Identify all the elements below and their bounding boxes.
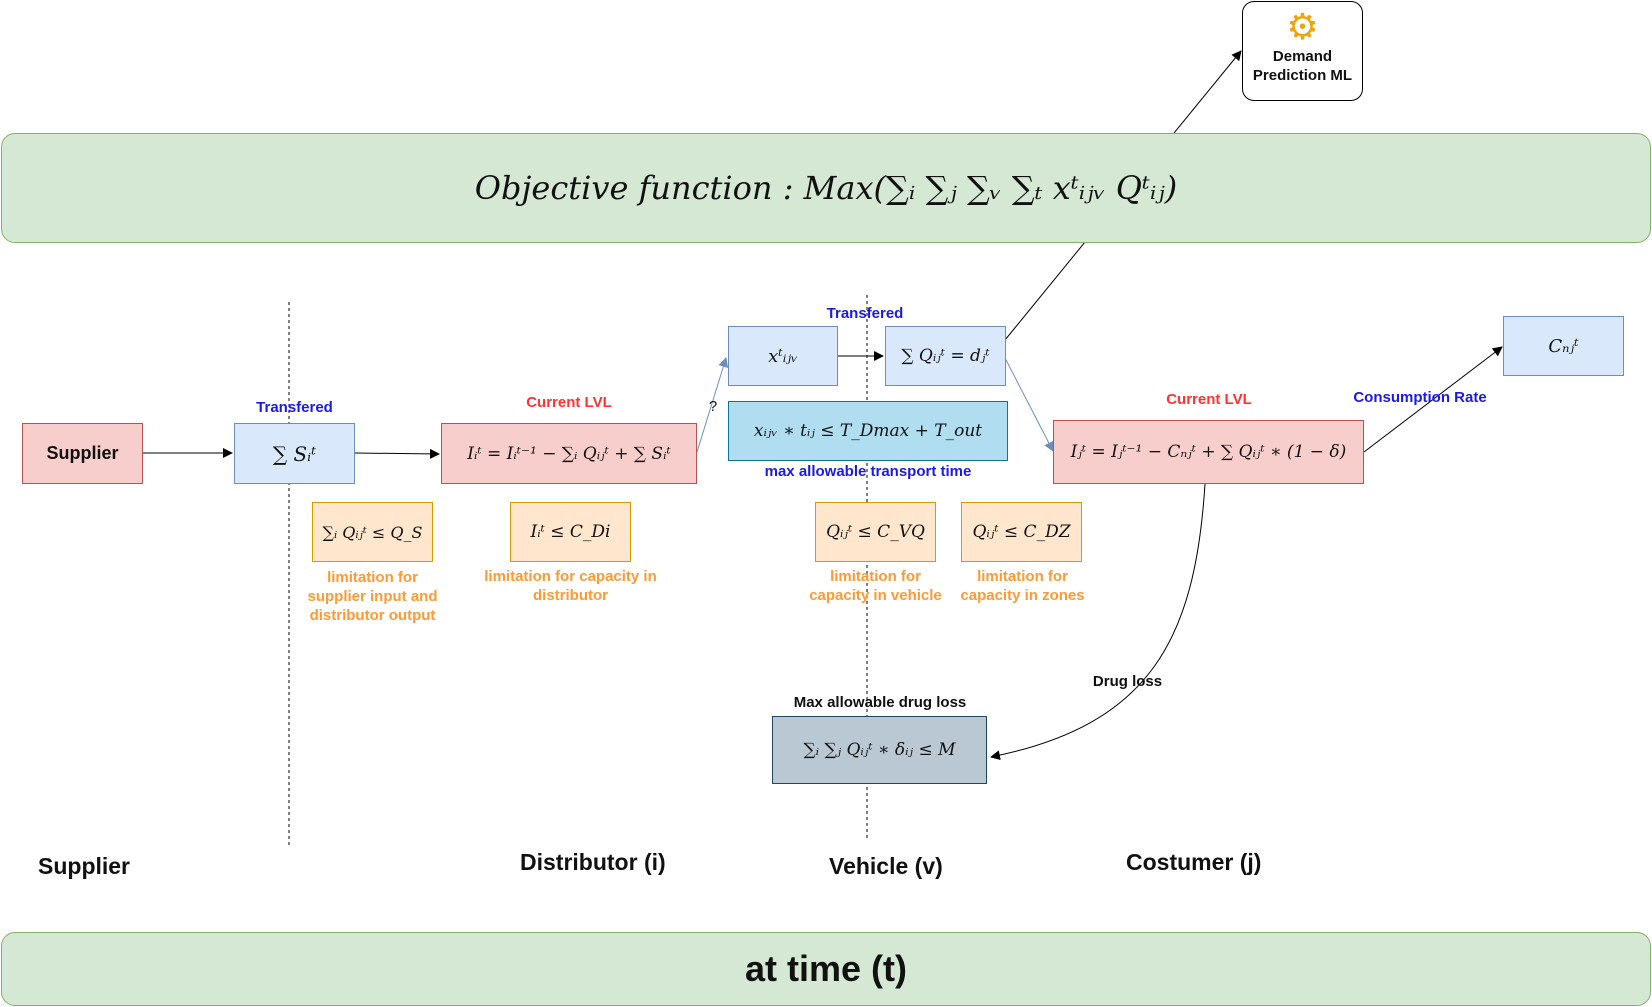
consumption-rate-label: Consumption Rate — [1353, 389, 1487, 406]
customer-inventory-node[interactable]: Iⱼᵗ = Iⱼᵗ⁻¹ − Cₙⱼᵗ + ∑ Qᵢⱼᵗ ∗ (1 − δ) — [1053, 420, 1364, 484]
consumption-eq: Cₙⱼᵗ — [1548, 335, 1579, 357]
lim-distributor-label: limitation for capacity in distributor — [484, 568, 657, 604]
demand-eq-node[interactable]: ∑ Qᵢⱼᵗ = dⱼᵗ — [885, 326, 1006, 386]
arrow-customer-drugloss — [990, 483, 1206, 761]
transfered-label-1: Transfered — [256, 399, 333, 416]
objective-function: Objective function : Max(∑ᵢ ∑ⱼ ∑ᵥ ∑ₜ xᵗᵢ… — [474, 169, 1178, 207]
max-drug-loss-label: Max allowable drug loss — [793, 694, 967, 711]
transfered-label-2: Transfered — [826, 305, 904, 322]
consumption-node[interactable]: Cₙⱼᵗ — [1503, 316, 1624, 376]
objective-banner: Objective function : Max(∑ᵢ ∑ⱼ ∑ᵥ ∑ₜ xᵗᵢ… — [1, 133, 1651, 243]
distributor-inventory-eq: Iᵢᵗ = Iᵢᵗ⁻¹ − ∑ᵢ Qᵢⱼᵗ + ∑ Sᵢᵗ — [467, 443, 671, 464]
supplier-constraint[interactable]: ∑ᵢ Qᵢⱼᵗ ≤ Q_S — [312, 502, 433, 562]
arrow-customer-consumption — [1363, 346, 1503, 453]
current-lvl-label-1: Current LVL — [526, 394, 612, 411]
transport-time-node[interactable]: xᵢⱼᵥ ∗ tᵢⱼ ≤ T_Dmax + T_out — [728, 401, 1008, 461]
drug-loss-label: Drug loss — [1092, 673, 1163, 690]
zones-constraint[interactable]: Qᵢⱼᵗ ≤ C_DZ — [961, 502, 1082, 562]
zones-constraint-eq: Qᵢⱼᵗ ≤ C_DZ — [972, 522, 1071, 542]
time-banner: at time (t) — [1, 932, 1651, 1006]
supplier-node-label: Supplier — [46, 443, 119, 463]
distributor-constraint-eq: Iᵢᵗ ≤ C_Di — [530, 522, 611, 542]
ml-box[interactable]: ⚙ Demand Prediction ML — [1242, 1, 1363, 101]
customer-inventory-eq: Iⱼᵗ = Iⱼᵗ⁻¹ − Cₙⱼᵗ + ∑ Qᵢⱼᵗ ∗ (1 − δ) — [1070, 442, 1347, 462]
transfer-sum-node[interactable]: ∑ Sᵢᵗ — [234, 423, 355, 484]
column-title-customer: Costumer (j) — [1126, 849, 1262, 875]
supplier-constraint-eq: ∑ᵢ Qᵢⱼᵗ ≤ Q_S — [322, 522, 423, 542]
x-var-eq: xᵗᵢⱼᵥ — [768, 345, 798, 367]
max-transport-time-label: max allowable transport time — [764, 463, 972, 480]
distributor-inventory-node[interactable]: Iᵢᵗ = Iᵢᵗ⁻¹ − ∑ᵢ Qᵢⱼᵗ + ∑ Sᵢᵗ — [441, 423, 697, 484]
ml-box-label: Demand Prediction ML — [1252, 48, 1353, 84]
x-var-node[interactable]: xᵗᵢⱼᵥ — [728, 326, 838, 386]
column-title-distributor: Distributor (i) — [520, 849, 666, 875]
vehicle-constraint[interactable]: Qᵢⱼᵗ ≤ C_VQ — [815, 502, 936, 562]
transfer-sum-eq: ∑ Sᵢᵗ — [272, 441, 317, 466]
lim-zones-label: limitation for capacity in zones — [960, 568, 1085, 604]
column-title-vehicle: Vehicle (v) — [829, 853, 943, 879]
drug-loss-eq: ∑ᵢ ∑ⱼ Qᵢⱼᵗ ∗ δᵢⱼ ≤ M — [803, 740, 956, 760]
drug-loss-node[interactable]: ∑ᵢ ∑ⱼ Qᵢⱼᵗ ∗ δᵢⱼ ≤ M — [772, 716, 987, 784]
arrow-demand-customer — [1004, 357, 1054, 452]
transport-time-eq: xᵢⱼᵥ ∗ tᵢⱼ ≤ T_Dmax + T_out — [753, 421, 983, 441]
current-lvl-label-2: Current LVL — [1166, 391, 1252, 408]
time-banner-text: at time (t) — [745, 948, 907, 989]
arrow-transfer-distributor — [354, 448, 440, 459]
distributor-constraint[interactable]: Iᵢᵗ ≤ C_Di — [510, 502, 631, 562]
lim-supplier-label: limitation for supplier input and distri… — [307, 569, 438, 624]
lim-vehicle-label: limitation for capacity in vehicle — [809, 568, 942, 604]
supplier-node[interactable]: Supplier — [22, 423, 143, 484]
vehicle-constraint-eq: Qᵢⱼᵗ ≤ C_VQ — [826, 522, 925, 542]
arrow-distributor-xvar — [696, 357, 729, 453]
gear-icon: ⚙ — [1286, 7, 1319, 48]
demand-eq: ∑ Qᵢⱼᵗ = dⱼᵗ — [901, 346, 990, 366]
column-title-supplier: Supplier — [38, 853, 131, 879]
question-label: ? — [708, 398, 718, 415]
